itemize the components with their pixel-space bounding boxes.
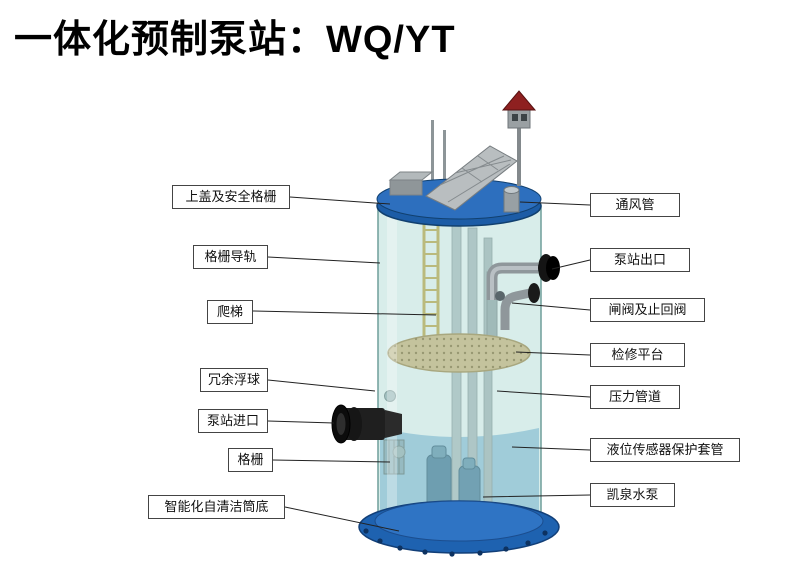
label-pressure-pipe: 压力管道 bbox=[590, 385, 680, 410]
label-redundant-float: 冗余浮球 bbox=[200, 368, 268, 393]
red-roof bbox=[501, 90, 537, 111]
bottom-flange bbox=[358, 500, 560, 557]
lid-equipment-box bbox=[388, 171, 434, 196]
label-grille: 格栅 bbox=[228, 448, 273, 473]
inlet-pipe bbox=[331, 404, 402, 444]
label-vent-pipe: 通风管 bbox=[590, 193, 680, 218]
page-title: 一体化预制泵站：WQ/YT bbox=[14, 19, 456, 61]
label-ladder: 爬梯 bbox=[207, 300, 253, 325]
label-kaiquan-pump: 凯泉水泵 bbox=[590, 483, 675, 508]
flange-bolts bbox=[363, 528, 548, 557]
vent-tower bbox=[501, 90, 537, 186]
float-ball bbox=[392, 445, 406, 459]
label-gate-check-valve: 闸阀及止回阀 bbox=[590, 298, 705, 323]
label-top-cover-safety-grille: 上盖及安全格栅 bbox=[172, 185, 290, 210]
tank-body bbox=[377, 205, 542, 552]
guide-rods bbox=[431, 120, 446, 212]
label-service-platform: 检修平台 bbox=[590, 343, 685, 368]
callout-lines bbox=[252, 196, 591, 532]
gate-check-valves bbox=[495, 283, 540, 330]
label-station-outlet: 泵站出口 bbox=[590, 248, 690, 273]
float-ball bbox=[384, 390, 396, 402]
outlet-pipe bbox=[486, 254, 560, 300]
label-level-sensor-sleeve: 液位传感器保护套管 bbox=[590, 438, 740, 463]
service-platform bbox=[387, 333, 531, 373]
label-station-inlet: 泵站进口 bbox=[198, 409, 268, 434]
vent-pipe bbox=[503, 186, 520, 213]
ladder bbox=[422, 222, 440, 346]
label-grille-guide-rail: 格栅导轨 bbox=[193, 245, 268, 270]
label-self-cleaning-bottom: 智能化自清洁筒底 bbox=[148, 495, 285, 520]
